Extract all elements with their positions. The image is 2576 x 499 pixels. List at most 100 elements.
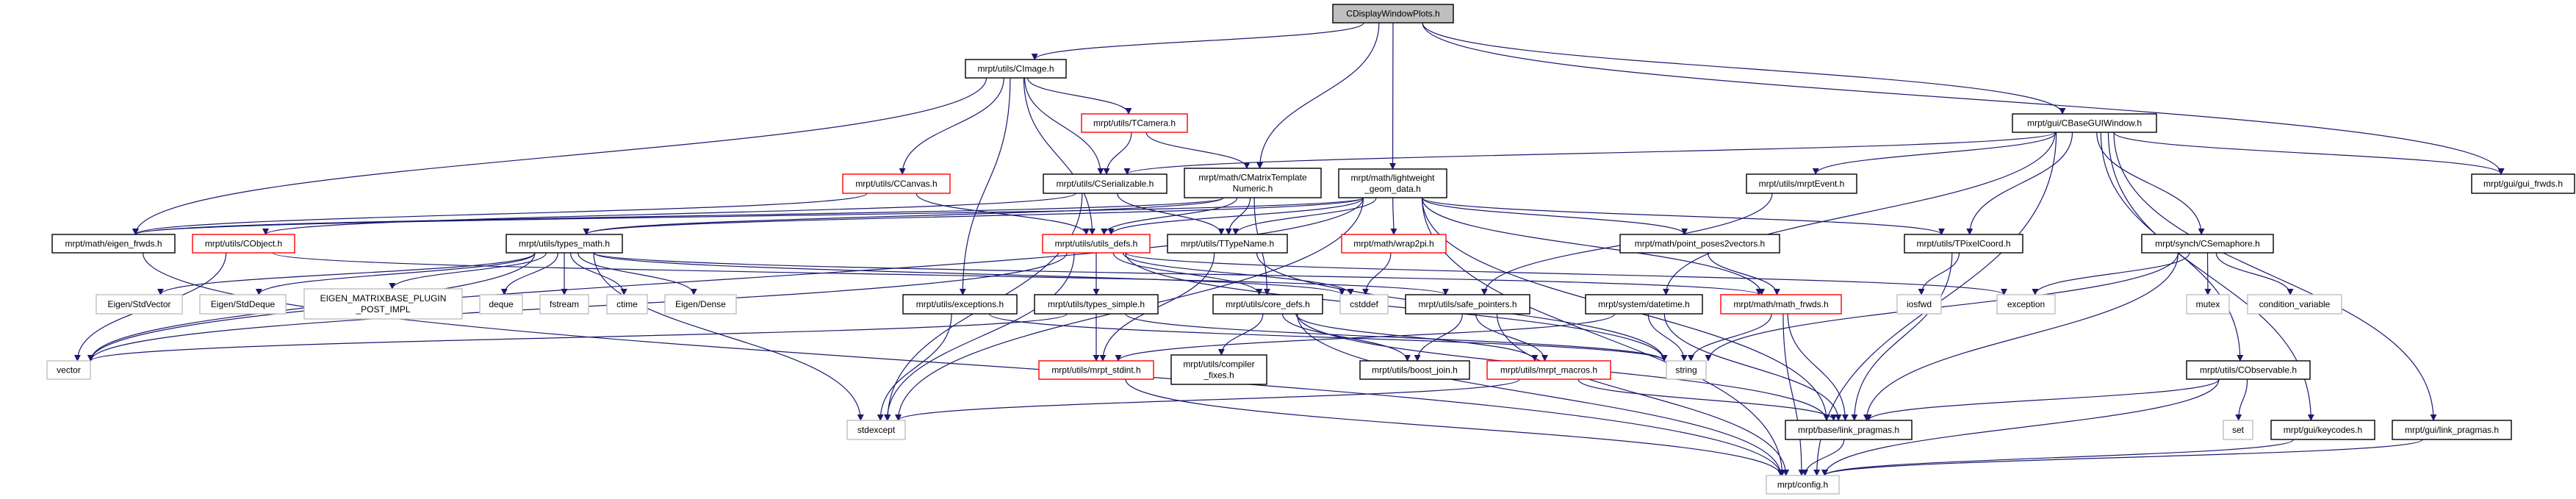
node-label: mrpt/utils/TTypeName.h xyxy=(1181,239,1274,249)
edge-cbasegui-to-cserial xyxy=(1123,132,2056,175)
edge-root-to-cbasegui xyxy=(1422,22,2066,115)
node-label: Eigen/StdDeque xyxy=(211,299,276,309)
edge-mathfrwds-to-linkpragmas xyxy=(1787,313,1849,421)
node-box xyxy=(1042,234,1151,254)
node-eigenplugin: EIGEN_MATRIXBASE_PLUGIN_POST_IMPL xyxy=(303,288,463,320)
node-typesmath[interactable]: mrpt/utils/types_math.h xyxy=(506,234,623,254)
node-box xyxy=(2012,113,2157,133)
node-typessimple[interactable]: mrpt/utils/types_simple.h xyxy=(1034,294,1159,315)
node-ttypename[interactable]: mrpt/utils/TTypeName.h xyxy=(1167,234,1288,254)
edge-typesmath-to-cstddef xyxy=(593,252,1345,295)
node-box xyxy=(303,288,463,320)
edge-typesmath-to-mathfrwds xyxy=(593,252,1763,295)
edge-csemaphore-to-string xyxy=(1705,252,2179,362)
edge-typessimple-to-string xyxy=(1125,313,1668,362)
node-guifrwds[interactable]: mrpt/gui/gui_frwds.h xyxy=(2471,173,2575,194)
node-ccanvas[interactable]: mrpt/utils/CCanvas.h xyxy=(842,173,951,194)
node-box xyxy=(1585,294,1703,315)
edge-exceptions-to-string xyxy=(988,313,1668,362)
node-tpixel[interactable]: mrpt/utils/TPixelCoord.h xyxy=(1904,234,2023,254)
node-label: condition_variable xyxy=(2259,299,2331,309)
node-box xyxy=(1170,354,1267,385)
node-exception: exception xyxy=(1996,294,2056,315)
edge-ccanvas-to-eigenfrwds xyxy=(132,193,868,235)
node-label: ctime xyxy=(616,299,638,309)
edge-tpixel-to-iosfwd xyxy=(1918,252,1960,295)
node-cserial[interactable]: mrpt/utils/CSerializable.h xyxy=(1043,173,1168,194)
node-box xyxy=(2223,420,2253,440)
node-box xyxy=(1359,360,1470,380)
edge-cimage-to-ccanvas xyxy=(899,77,1004,175)
edge-cbasegui-to-guifrwds xyxy=(2113,132,2505,175)
edge-root-to-cmatrix xyxy=(1256,22,1380,169)
node-label: mrpt/utils/TCamera.h xyxy=(1093,118,1176,129)
edge-exceptions-to-stdexcept xyxy=(877,313,952,421)
node-tcamera[interactable]: mrpt/utils/TCamera.h xyxy=(1081,113,1188,133)
node-iosfwd: iosfwd xyxy=(1896,294,1942,315)
node-guilinkpragmas[interactable]: mrpt/gui/link_pragmas.h xyxy=(2392,420,2512,440)
node-cobject[interactable]: mrpt/utils/CObject.h xyxy=(192,234,295,254)
node-label: Eigen/StdVector xyxy=(107,299,170,309)
edge-cimage-to-cserial xyxy=(1024,77,1104,175)
node-box xyxy=(1184,168,1322,198)
node-label: mrpt/utils/types_simple.h xyxy=(1048,299,1145,309)
node-cobservable[interactable]: mrpt/utils/CObservable.h xyxy=(2186,360,2311,380)
node-box xyxy=(1619,234,1780,254)
edge-cbasegui-to-datetime xyxy=(1663,132,2056,295)
node-label: mrpt/math/eigen_frwds.h xyxy=(65,239,162,249)
node-wrap2pi[interactable]: mrpt/math/wrap2pi.h xyxy=(1341,234,1447,254)
node-label: mrpt/utils/mrptEvent.h xyxy=(1759,179,1845,189)
node-box xyxy=(1339,294,1389,315)
node-label: deque xyxy=(489,299,514,309)
edge-typesmath-to-stdexcept xyxy=(593,252,864,421)
node-cimage[interactable]: mrpt/utils/CImage.h xyxy=(965,59,1067,79)
node-stdint[interactable]: mrpt/utils/mrpt_stdint.h xyxy=(1038,360,1154,380)
node-lightweight[interactable]: mrpt/math/lightweight_geom_data.h xyxy=(1338,168,1447,198)
node-box xyxy=(842,173,951,194)
node-config: mrpt/config.h xyxy=(1766,475,1840,495)
edge-typesmath-to-stdvector xyxy=(157,252,536,295)
node-mathfrwds[interactable]: mrpt/math/math_frwds.h xyxy=(1720,294,1842,315)
node-cbasegui[interactable]: mrpt/gui/CBaseGUIWindow.h xyxy=(2012,113,2157,133)
node-csemaphore[interactable]: mrpt/synch/CSemaphore.h xyxy=(2141,234,2274,254)
node-exceptions[interactable]: mrpt/utils/exceptions.h xyxy=(902,294,1018,315)
node-pointposes[interactable]: mrpt/math/point_poses2vectors.h xyxy=(1619,234,1780,254)
node-linkpragmas[interactable]: mrpt/base/link_pragmas.h xyxy=(1785,420,1913,440)
node-vector: vector xyxy=(46,360,91,380)
node-boostjoin[interactable]: mrpt/utils/boost_join.h xyxy=(1359,360,1470,380)
node-box xyxy=(1666,360,1707,380)
node-box xyxy=(46,360,91,380)
node-eigenfrwds[interactable]: mrpt/math/eigen_frwds.h xyxy=(51,234,176,254)
node-label: _geom_data.h xyxy=(1364,184,1421,194)
node-box xyxy=(2247,294,2342,315)
node-root[interactable]: CDisplayWindowPlots.h xyxy=(1332,4,1454,24)
edge-coredefs-to-config xyxy=(1296,313,1784,476)
node-safepointers[interactable]: mrpt/utils/safe_pointers.h xyxy=(1405,294,1530,315)
edge-tcamera-to-cserial xyxy=(1103,132,1132,175)
edge-ccanvas-to-utilsdefs xyxy=(915,193,1090,235)
node-keycodes[interactable]: mrpt/gui/keycodes.h xyxy=(2270,420,2375,440)
node-utilsdefs[interactable]: mrpt/utils/utils_defs.h xyxy=(1042,234,1151,254)
node-coredefs[interactable]: mrpt/utils/core_defs.h xyxy=(1212,294,1323,315)
edge-cimage-to-eigenfrwds xyxy=(132,77,987,235)
edge-cmatrix-to-eigenfrwds xyxy=(132,197,1224,235)
edge-ttypename-to-stdint xyxy=(1099,252,1215,362)
edge-typesmath-to-deque xyxy=(500,252,558,295)
node-label: mrpt/base/link_pragmas.h xyxy=(1798,425,1899,435)
edge-lightweight-to-wrap2pi xyxy=(1390,197,1397,235)
node-datetime[interactable]: mrpt/system/datetime.h xyxy=(1585,294,1703,315)
edge-guilinkpragmas-to-config xyxy=(1821,439,2423,476)
node-mrptevent[interactable]: mrpt/utils/mrptEvent.h xyxy=(1746,173,1857,194)
edge-cbasegui-to-mrptevent xyxy=(1812,132,2057,175)
node-box xyxy=(1766,475,1840,495)
node-macros[interactable]: mrpt/utils/mrpt_macros.h xyxy=(1486,360,1611,380)
node-label: mrpt/utils/core_defs.h xyxy=(1226,299,1310,309)
edge-csemaphore-to-condvar xyxy=(2215,252,2294,295)
edge-root-to-cimage xyxy=(1031,22,1364,60)
node-box xyxy=(1746,173,1857,194)
node-label: mutex xyxy=(2196,299,2220,309)
node-box xyxy=(2392,420,2512,440)
node-compilerfixes[interactable]: mrpt/utils/compiler_fixes.h xyxy=(1170,354,1267,385)
node-label: mrpt/utils/CCanvas.h xyxy=(855,179,937,189)
